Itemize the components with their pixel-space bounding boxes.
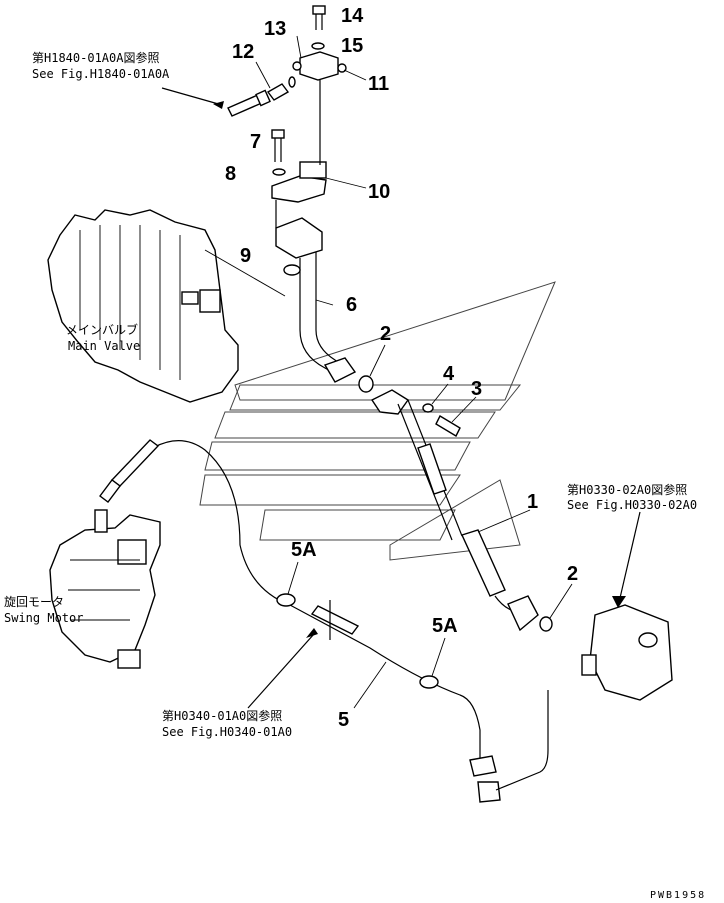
callout-11: 11 [368,73,389,95]
clamp-5a-right [419,675,439,689]
ref-h0330-en: See Fig.H0330-02A0 [567,498,697,512]
main-valve-label-jp: メインバルブ [66,322,138,337]
bracket-10 [271,80,327,203]
component-h0330 [581,604,673,701]
washer-8 [272,168,286,176]
clamp-bracket [310,600,360,640]
washer-15 [311,42,325,50]
seal-9-leader [204,249,286,297]
drawing-code: PWB1958 [650,890,706,901]
callout-8: 8 [225,163,236,185]
callout-1: 1 [527,491,538,513]
elbow-12 [266,83,290,101]
callout-13: 13 [264,18,286,40]
main-valve [47,209,239,403]
ref-leader-h1840 [161,87,223,106]
callout-5a-left: 5A [291,539,317,561]
callout-5a-right: 5A [432,615,458,637]
seal-9 [283,264,301,276]
arrow-to-h0330 [612,596,626,608]
hose-end-upper [227,89,271,117]
ref-h0340-jp: 第H0340-01A0図参照 [162,708,282,723]
watermark-logo [199,281,556,561]
callout-14: 14 [341,5,364,27]
oring-2-upper [358,375,374,393]
clamp-5a-left [276,593,296,607]
ref-leader-h0330 [619,511,641,599]
oring-2-lower [539,616,553,632]
ref-h0330-jp: 第H0330-02A0図参照 [567,482,687,497]
main-valve-label-en: Main Valve [68,339,140,353]
arrow-to-hose [213,101,224,109]
bolt-14 [312,5,326,30]
callout-3: 3 [471,378,482,400]
swing-motor-label-jp: 旋回モータ [4,595,64,609]
callout-leaders [255,35,573,709]
ref-leader-h0340 [247,633,315,709]
ref-h1840-jp: 第H1840-01A0A図参照 [32,50,159,65]
callout-6: 6 [346,294,357,316]
oring-13 [288,76,296,88]
callout-9: 9 [240,245,251,267]
arrow-to-h0340 [306,628,318,638]
bolt-7 [271,129,285,162]
pipe-1 [370,389,539,632]
callout-10: 10 [368,181,390,203]
bolt-3 [435,415,461,437]
callout-5: 5 [338,709,349,731]
callout-2-upper: 2 [380,323,391,345]
washer-4 [422,403,434,413]
callout-12: 12 [232,41,254,63]
swing-motor [49,509,161,669]
swing-motor-label-en: Swing Motor [4,611,83,625]
ref-h0340-en: See Fig.H0340-01A0 [162,725,292,739]
callout-4: 4 [443,363,455,385]
callout-7: 7 [250,131,261,153]
ref-h1840-en: See Fig.H1840-01A0A [32,67,170,81]
callout-2-lower: 2 [567,563,578,585]
callout-15: 15 [341,35,363,57]
pipe-6 [275,200,357,383]
hose-5 [99,439,549,803]
